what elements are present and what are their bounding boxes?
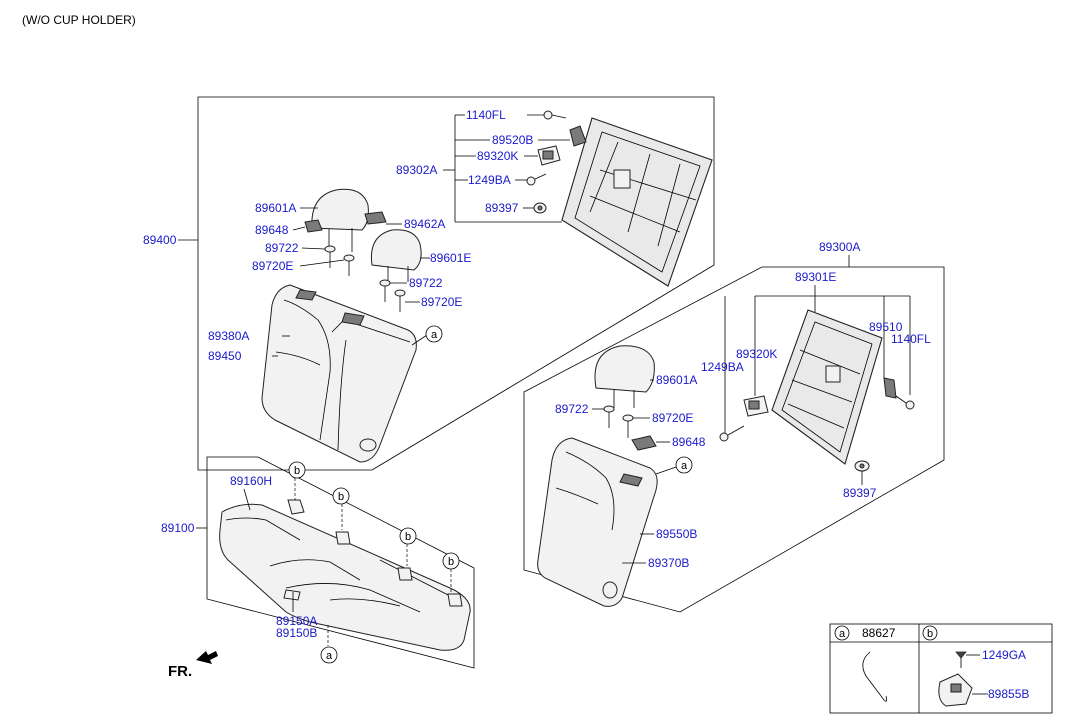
bolt-89722-right-group — [603, 405, 615, 428]
label-89320K-right: 89320K — [736, 347, 777, 361]
label-89100: 89100 — [161, 521, 195, 535]
front-arrow-icon — [196, 651, 218, 664]
label-1249BA-right: 1249BA — [701, 360, 744, 374]
bolt-89720E-left — [343, 254, 355, 276]
seatback-cover-89380A[interactable] — [261, 284, 417, 463]
callout-b-2: b — [332, 487, 350, 505]
label-89601A-left: 89601A — [255, 201, 296, 215]
label-89320K-left: 89320K — [477, 149, 518, 163]
bracket-89320K-right — [743, 395, 769, 417]
callout-b-3: b — [399, 527, 417, 545]
label-89300A: 89300A — [819, 240, 860, 254]
bracket-89320K-left — [537, 145, 561, 166]
svg-text:a: a — [681, 460, 688, 472]
label-89301E: 89301E — [795, 270, 836, 284]
label-89720E-left: 89720E — [252, 259, 293, 273]
callout-b-1: b — [288, 461, 306, 479]
bolt-1249BA-right — [719, 425, 745, 442]
label-89720E-right: 89720E — [421, 295, 462, 309]
label-89302A: 89302A — [396, 163, 437, 177]
group-89100-outline — [206, 456, 475, 669]
svg-text:a: a — [326, 650, 333, 662]
guide-89648-right — [631, 435, 657, 451]
label-89370B: 89370B — [648, 556, 689, 570]
bracket-89510 — [883, 377, 897, 399]
legend-a-part: 88627 — [862, 626, 896, 640]
label-89722-right-group: 89722 — [555, 402, 589, 416]
screw-1249GA-icon — [955, 651, 967, 668]
label-89648-right: 89648 — [672, 435, 706, 449]
stopper-89397-left — [533, 202, 547, 214]
bolt-1249BA-left — [526, 173, 547, 186]
guide-89648-left — [304, 219, 323, 233]
callout-a-lower: a — [320, 646, 338, 664]
label-89520B: 89520B — [492, 133, 533, 147]
legend-a-letter: a — [839, 628, 846, 640]
label-89150B: 89150B — [276, 626, 317, 640]
label-89160H: 89160H — [230, 474, 272, 488]
label-1140FL-left: 1140FL — [466, 108, 506, 122]
wire-clip-88627-icon — [862, 651, 888, 702]
headrest-89601A-left[interactable] — [311, 188, 369, 252]
legend-table: a 88627 b 1249GA 89855B — [829, 623, 1053, 714]
seat-cushion-89160H[interactable] — [219, 499, 471, 651]
svg-text:b: b — [338, 491, 344, 503]
seatback-frame-89301E[interactable] — [771, 309, 883, 465]
headrest-89601A-right[interactable] — [594, 345, 655, 408]
bolt-1140FL-left — [543, 110, 567, 120]
svg-text:b: b — [405, 531, 411, 543]
label-89462A: 89462A — [404, 217, 445, 231]
label-89722-right: 89722 — [409, 276, 443, 290]
label-89400: 89400 — [143, 233, 177, 247]
bolt-89720E-right — [394, 289, 406, 312]
svg-text:a: a — [431, 329, 438, 341]
front-label: FR. — [168, 663, 192, 680]
guide-89462A — [364, 211, 387, 225]
label-1140FL-right: 1140FL — [891, 332, 931, 346]
label-89450: 89450 — [208, 349, 242, 363]
svg-text:b: b — [448, 556, 454, 568]
bracket-89855B-icon — [938, 673, 973, 707]
label-1249BA-left: 1249BA — [468, 173, 511, 187]
svg-text:b: b — [294, 465, 300, 477]
label-89720E-right-group: 89720E — [652, 411, 693, 425]
group-89400-outline — [197, 96, 715, 471]
stopper-89397-right — [854, 460, 870, 485]
label-89397-right: 89397 — [843, 486, 877, 500]
bolt-89722-right — [379, 279, 391, 302]
label-89722-left: 89722 — [265, 241, 299, 255]
legend-b-part2: 89855B — [988, 687, 1029, 701]
callout-a-upper: a — [425, 325, 443, 343]
seatback-frame-89302A[interactable] — [561, 117, 713, 287]
legend-b-letter: b — [927, 628, 933, 640]
label-89510: 89510 — [869, 320, 903, 334]
callout-b-4: b — [442, 552, 460, 570]
bolt-1140FL-right — [895, 395, 915, 410]
label-89380A: 89380A — [208, 329, 249, 343]
callout-a-right: a — [675, 456, 693, 474]
headrest-89601E[interactable] — [370, 229, 422, 282]
label-89601A-right: 89601A — [656, 373, 697, 387]
seatback-cover-89370B[interactable] — [537, 437, 658, 607]
bolt-89722-left — [324, 245, 336, 268]
label-89648-left: 89648 — [255, 223, 289, 237]
label-89601E: 89601E — [430, 251, 471, 265]
legend-b-part1: 1249GA — [982, 648, 1026, 662]
header-note: (W/O CUP HOLDER) — [22, 13, 136, 27]
label-89550B: 89550B — [656, 527, 697, 541]
bolt-89720E-right-group — [622, 414, 634, 438]
label-89397-left: 89397 — [485, 201, 519, 215]
label-89150A: 89150A — [276, 614, 317, 628]
group-89300A-outline — [523, 266, 945, 613]
